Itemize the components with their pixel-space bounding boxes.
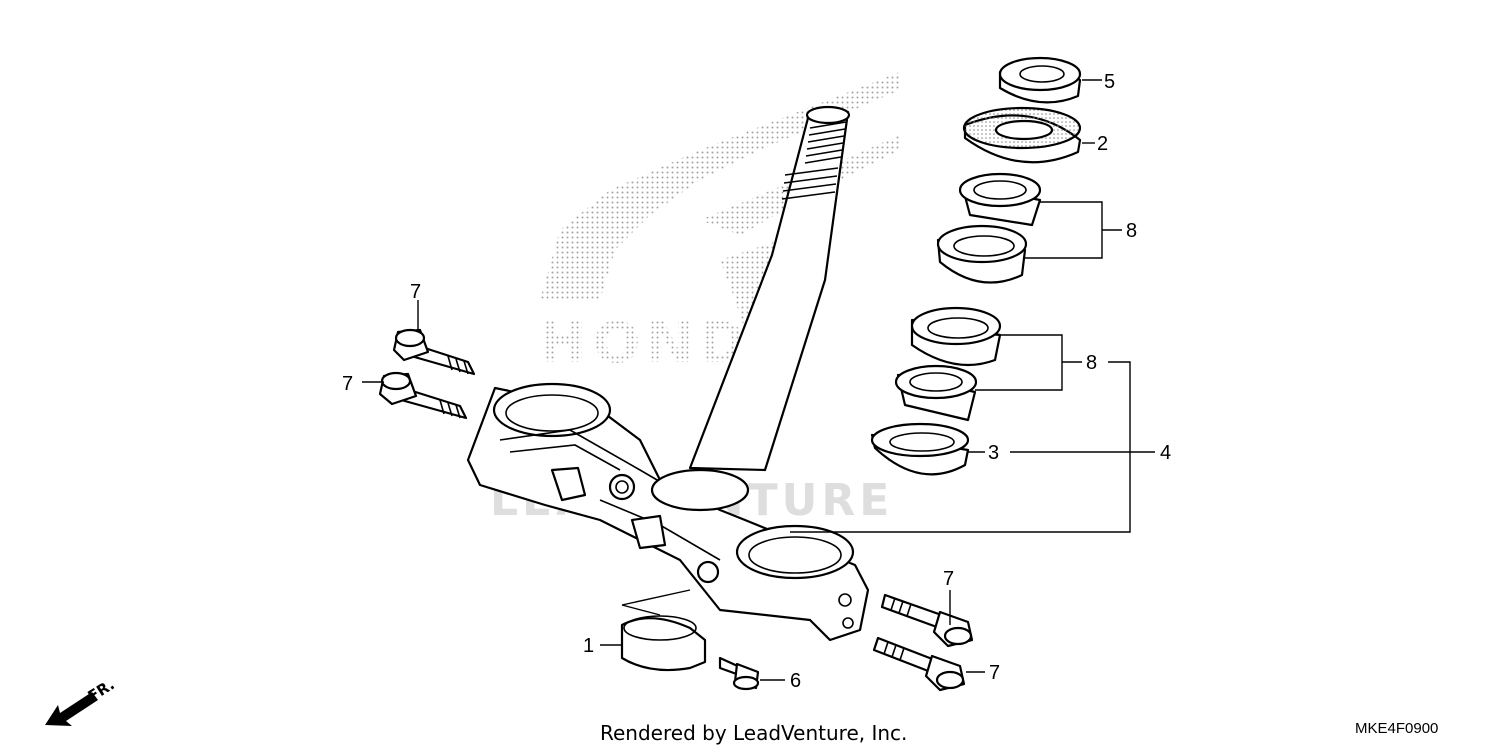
part-2-washer [962, 106, 1082, 164]
callout-5: 5 [1104, 71, 1115, 93]
part-7-bolt-upper-right [880, 593, 974, 648]
part-8-upper-bearing [958, 172, 1042, 227]
callout-1: 1 [583, 635, 594, 657]
callout-7-upper-left: 7 [410, 281, 421, 303]
callout-7-lower-right: 7 [989, 662, 1000, 684]
callout-3: 3 [988, 442, 999, 464]
diagram-code: MKE4F0900 [1355, 720, 1438, 737]
leader-lines [362, 79, 1155, 681]
part-6-bolt [718, 656, 760, 691]
part-8-lower-race [910, 306, 1002, 367]
part-5-lock-nut [998, 56, 1082, 104]
callout-4: 4 [1160, 442, 1171, 464]
part-7-bolt-upper-left [392, 328, 476, 376]
callout-2: 2 [1097, 133, 1108, 155]
part-7-bolt-lower-left [378, 371, 468, 420]
callout-8-lower: 8 [1086, 352, 1097, 374]
rendered-by-credit: Rendered by LeadVenture, Inc. [600, 721, 907, 745]
part-1-clamp [620, 589, 707, 672]
part-3-dust-seal [870, 422, 970, 476]
part-8-lower-bearing [894, 364, 978, 422]
part-8-upper-race [936, 224, 1028, 284]
front-direction-arrow-icon: FR. [45, 675, 118, 726]
callout-7-lower-left: 7 [342, 373, 353, 395]
steering-stem-bottom-bridge [466, 382, 870, 642]
callout-8-upper: 8 [1126, 220, 1137, 242]
callout-6: 6 [790, 670, 801, 692]
callout-7-upper-right: 7 [943, 568, 954, 590]
part-7-bolt-lower-right [872, 636, 966, 692]
steering-stem [688, 105, 851, 472]
